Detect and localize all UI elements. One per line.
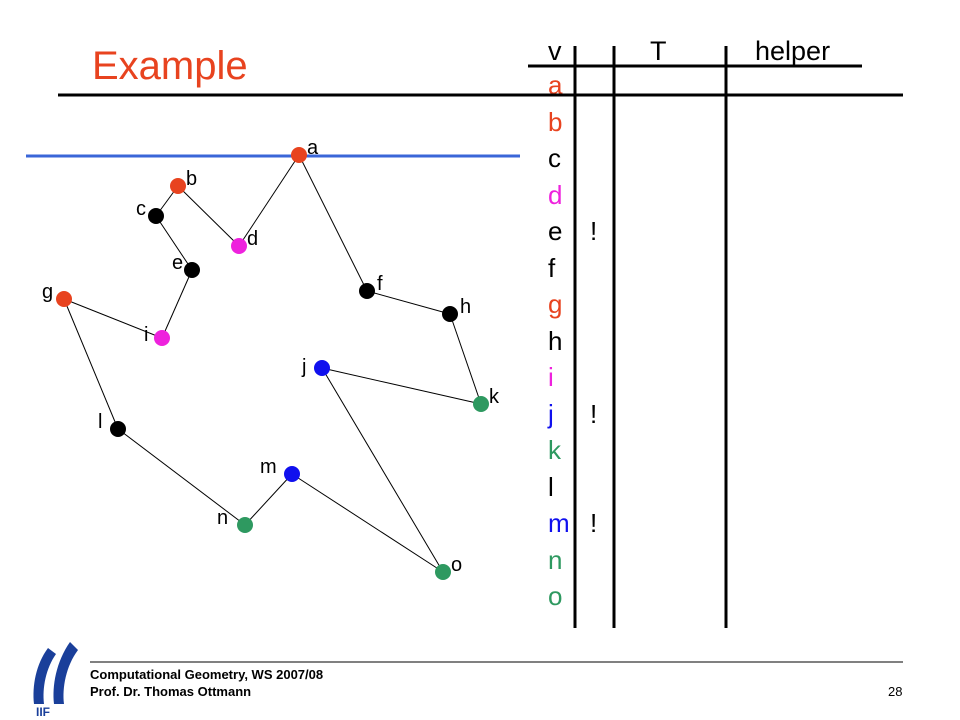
table-row-label: f: [548, 252, 556, 283]
vertex-l: [110, 421, 126, 437]
table-row-label: n: [548, 544, 563, 575]
vertex-label-i: i: [144, 324, 149, 346]
edge-k-h: [449, 313, 482, 405]
page-number: 28: [888, 684, 903, 699]
table-row-label: e: [548, 216, 563, 246]
table-row-label: b: [548, 106, 563, 137]
header-t: T: [650, 36, 667, 66]
table-row-label: k: [548, 435, 561, 465]
edge-d-b: [177, 185, 240, 247]
table-row-mark: !: [590, 508, 598, 538]
logo-text: IIF: [36, 705, 50, 719]
table-row-label: o: [548, 581, 563, 611]
edge-m-o: [291, 473, 444, 573]
vertex-o: [435, 564, 451, 580]
vertex-g: [56, 291, 72, 307]
vertex-c: [148, 208, 164, 224]
table-row-label: m: [548, 508, 570, 538]
vertex-m: [284, 466, 300, 482]
header-v: v: [548, 36, 562, 66]
edge-j-k: [321, 367, 482, 405]
vertex-label-f: f: [377, 273, 383, 295]
vertex-label-l: l: [98, 411, 103, 433]
table-row-label: l: [548, 471, 554, 502]
vertex-label-g: g: [42, 281, 54, 303]
table-row-label: h: [548, 325, 563, 356]
vertex-label-b: b: [186, 168, 198, 190]
polygon-vertices: [56, 147, 489, 580]
iif-logo-icon: IIF: [33, 642, 78, 719]
edge-i-g: [63, 298, 163, 339]
vertex-d: [231, 238, 247, 254]
edge-f-a: [298, 154, 368, 292]
table-row-label: i: [548, 362, 554, 392]
edge-n-m: [244, 473, 293, 526]
table-row-label: j: [548, 398, 554, 429]
edge-h-f: [366, 290, 451, 315]
vertex-label-d: d: [247, 228, 259, 250]
vertex-label-c: c: [136, 198, 146, 220]
vertex-label-o: o: [451, 554, 463, 576]
table-row-mark: !: [590, 216, 598, 246]
table-row-label: c: [548, 143, 561, 173]
vertex-label-k: k: [489, 386, 499, 408]
vertex-label-e: e: [172, 252, 184, 274]
vertex-h: [442, 306, 458, 322]
edge-l-n: [117, 428, 246, 526]
vertex-b: [170, 178, 186, 194]
slide-title: Example: [92, 44, 248, 88]
vertex-a: [291, 147, 307, 163]
footer-author: Prof. Dr. Thomas Ottmann: [90, 684, 252, 699]
edge-g-l: [63, 298, 119, 430]
vertex-j: [314, 360, 330, 376]
table-row-label: g: [548, 289, 563, 319]
vertex-label-n: n: [217, 507, 229, 529]
vertex-i: [154, 330, 170, 346]
polygon-edges: [63, 154, 482, 573]
footer-course: Computational Geometry, WS 2007/08: [90, 667, 324, 682]
table-row-mark: !: [590, 398, 598, 429]
vertex-e: [184, 262, 200, 278]
table-row-label: d: [548, 179, 563, 210]
vertex-label-m: m: [260, 456, 277, 478]
table-row-label: a: [548, 70, 563, 100]
edge-o-j: [321, 367, 444, 573]
vertex-label-h: h: [460, 296, 472, 318]
vertex-k: [473, 396, 489, 412]
edge-a-d: [238, 154, 300, 247]
vertex-n: [237, 517, 253, 533]
edge-e-i: [161, 269, 193, 339]
vertex-label-j: j: [302, 356, 307, 378]
vertex-label-a: a: [307, 137, 319, 159]
edge-c-e: [155, 215, 193, 271]
header-helper: helper: [755, 36, 831, 66]
vertex-f: [359, 283, 375, 299]
